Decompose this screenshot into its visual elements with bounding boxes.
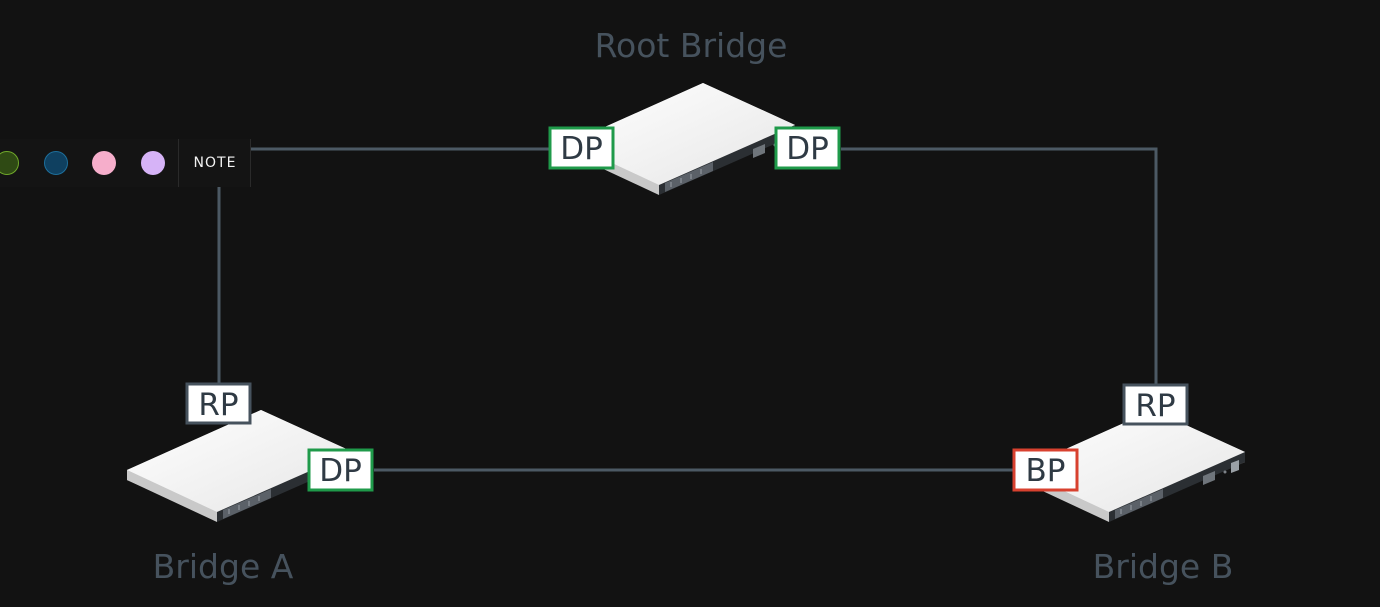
port-bridge-b-left-label: BP: [1026, 453, 1066, 489]
bridge-a-title: Bridge A: [153, 547, 294, 586]
port-bridge-b-top-label: RP: [1135, 388, 1175, 424]
color-swatch-blue[interactable]: [44, 151, 68, 175]
port-root-left[interactable]: DP: [548, 126, 615, 170]
link-root-to-bridge-a: [217, 147, 549, 383]
port-bridge-a-top[interactable]: RP: [185, 382, 252, 425]
port-bridge-a-right[interactable]: DP: [307, 448, 374, 492]
port-bridge-b-left[interactable]: BP: [1012, 448, 1079, 492]
link-root-to-bridge-b: [841, 147, 1158, 385]
port-bridge-b-top[interactable]: RP: [1122, 383, 1189, 426]
port-root-left-label: DP: [560, 131, 603, 167]
note-color-toolbar: NOTE: [0, 139, 251, 187]
color-swatch-green[interactable]: [0, 151, 19, 175]
color-swatch-pink[interactable]: [92, 151, 116, 175]
port-bridge-a-top-label: RP: [198, 387, 238, 423]
port-root-right[interactable]: DP: [774, 126, 841, 170]
root-bridge-title: Root Bridge: [595, 26, 788, 65]
port-root-right-label: DP: [786, 131, 829, 167]
bridge-b-title: Bridge B: [1093, 547, 1234, 586]
port-bridge-a-right-label: DP: [319, 453, 362, 489]
note-button[interactable]: NOTE: [178, 139, 251, 187]
links: [217, 147, 1158, 472]
color-swatch-purple[interactable]: [141, 151, 165, 175]
